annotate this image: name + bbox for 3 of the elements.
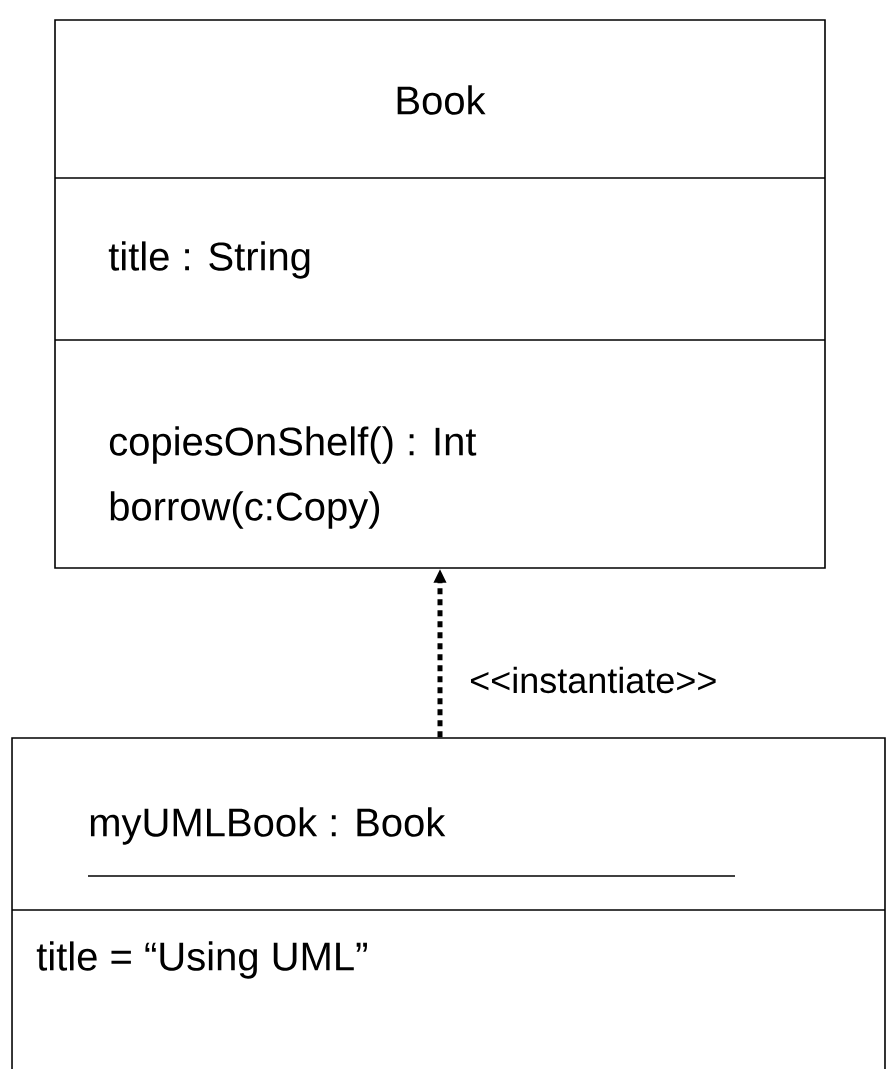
class-box: myUMLBook : Book title = “Using UML” — [11, 737, 886, 1069]
class-box: Book title : String copiesOnShelf() : Int borrow(c:Copy) — [54, 19, 826, 569]
edge-label: <<instantiate>> — [468, 665, 719, 695]
